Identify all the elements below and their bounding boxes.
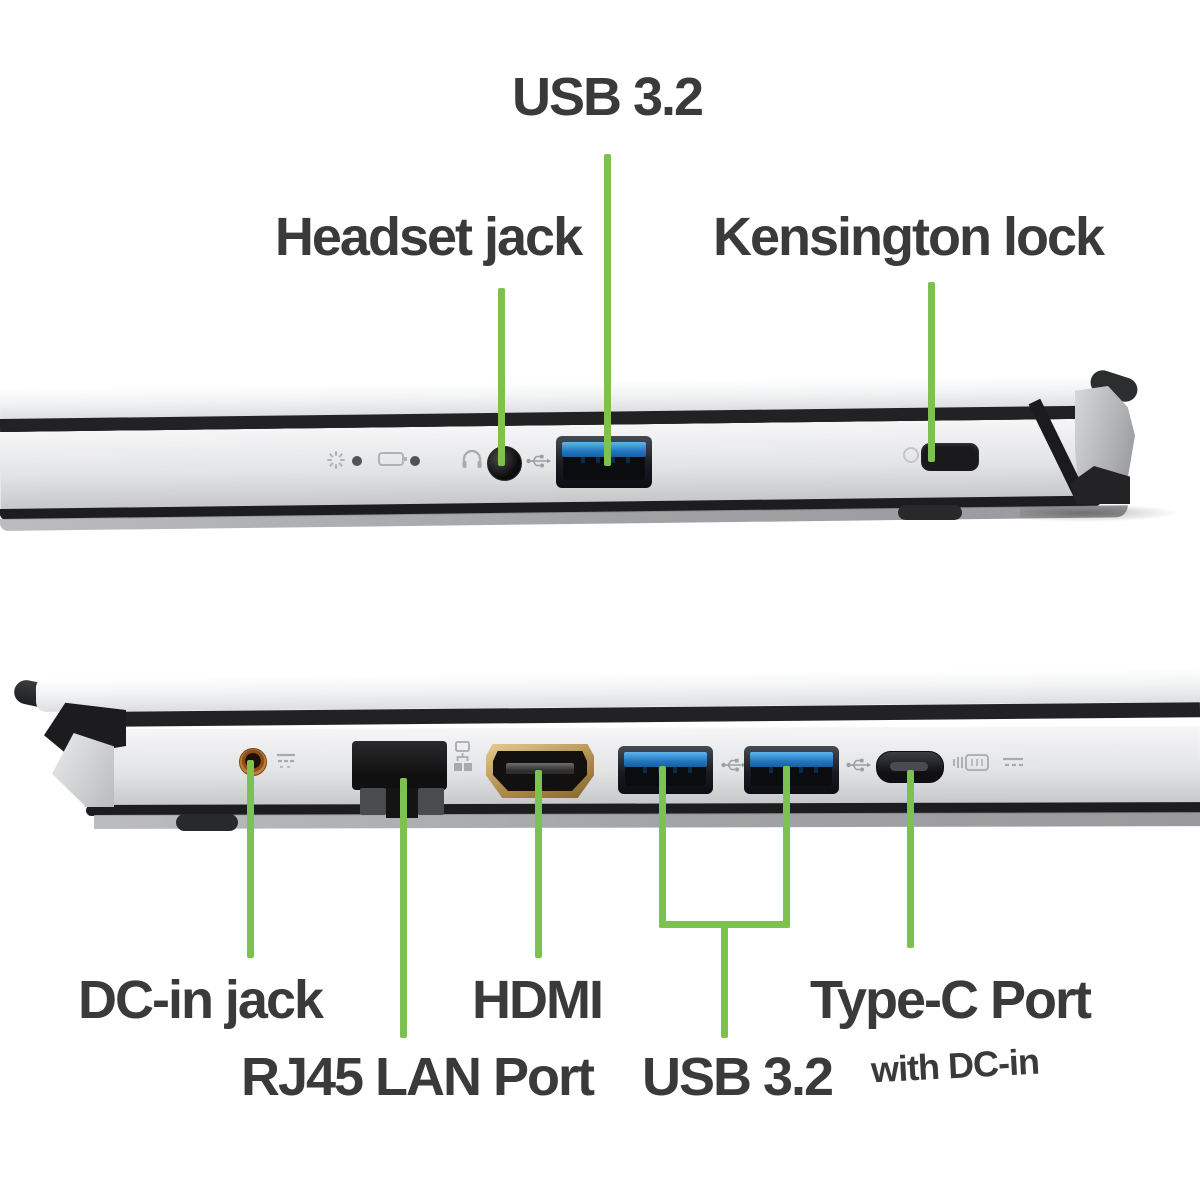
callout-line-usb-right <box>783 766 790 928</box>
usb-a-port-tongue <box>624 752 707 767</box>
dc-in-icon <box>1003 757 1023 767</box>
label-usb-top: USB 3.2 <box>511 67 704 127</box>
label-type-c-port: Type-C Port <box>809 970 1092 1030</box>
label-headset-jack: Headset jack <box>274 207 583 267</box>
laptop-bottom-rubber-foot <box>176 814 238 831</box>
callout-line-usb-top <box>604 154 611 466</box>
usb-a-port-tongue <box>750 752 833 767</box>
callout-line-dc-in <box>247 760 254 958</box>
usb-c-port-tongue <box>890 762 928 771</box>
kensington-lock-icon <box>903 447 919 463</box>
power-indicator-icon <box>327 451 345 469</box>
dc-in-icon <box>277 753 295 768</box>
laptop-top-floor-shadow <box>1020 504 1180 522</box>
rj45-tab-left <box>360 788 386 815</box>
laptop-bottom-underside <box>93 812 1200 829</box>
callout-line-kensington <box>928 282 935 462</box>
power-led <box>352 456 362 466</box>
callout-line-type-c <box>907 770 914 948</box>
callout-line-headset <box>498 288 505 466</box>
callout-line-usb-center <box>721 926 728 1038</box>
usb-icon <box>846 758 871 772</box>
battery-led <box>410 456 420 466</box>
label-type-c-with-dc-in: with DC-in <box>870 1040 1040 1091</box>
callout-bracket-usb <box>659 921 790 928</box>
callout-line-hdmi <box>535 770 542 958</box>
laptop-top-rubber-foot <box>898 505 962 520</box>
headphone-icon <box>462 449 482 468</box>
label-usb-bottom: USB 3.2 <box>641 1047 834 1107</box>
rj45-tab-right <box>418 788 444 815</box>
usb-power-delivery-icon <box>953 754 989 771</box>
label-hdmi: HDMI <box>472 970 604 1030</box>
ethernet-icon <box>454 741 472 771</box>
label-rj45-lan-port: RJ45 LAN Port <box>240 1047 595 1107</box>
usb-a-port-2 <box>744 746 839 794</box>
battery-indicator-icon <box>378 452 407 466</box>
callout-line-rj45 <box>400 778 407 1038</box>
label-kensington-lock: Kensington lock <box>712 207 1105 267</box>
callout-line-usb-left <box>659 766 666 928</box>
label-dc-in-jack: DC-in jack <box>77 970 324 1030</box>
usb-icon <box>526 454 551 468</box>
hdmi-port-slot <box>506 763 574 774</box>
usb-a-port-contacts <box>758 767 825 773</box>
rj45-lan-port <box>352 741 447 790</box>
